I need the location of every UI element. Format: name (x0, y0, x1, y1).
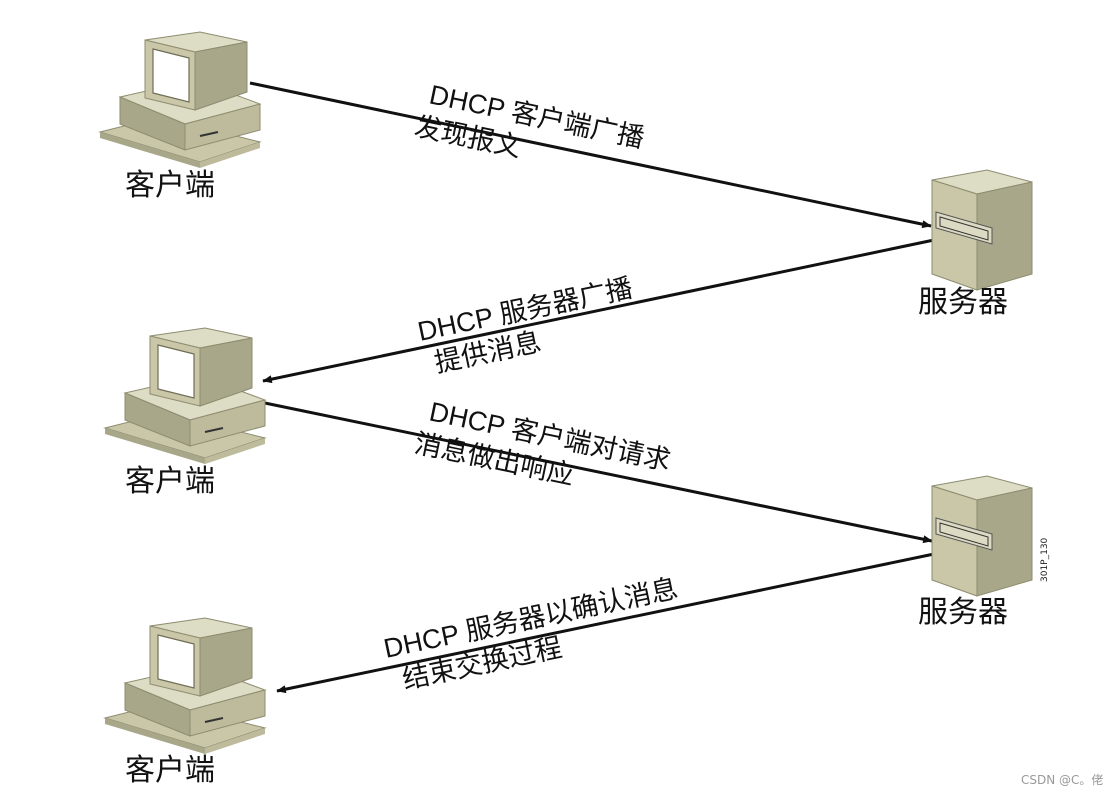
server-label: 服务器 (918, 595, 1008, 630)
client-computer-icon (104, 617, 266, 755)
client-label: 客户端 (125, 464, 215, 499)
client-label: 客户端 (125, 168, 215, 203)
server-label: 服务器 (918, 285, 1008, 320)
message-ack: DHCP 服务器以确认消息 结束交换过程 (381, 573, 680, 695)
server-icon (931, 475, 1033, 597)
watermark: CSDN @C。佬 (1021, 773, 1103, 787)
message-discover: DHCP 客户端广播 发现报文 (412, 80, 647, 164)
figure-id: 301P_130 (1040, 537, 1050, 582)
arrow-ack (276, 552, 935, 694)
message-offer: DHCP 服务器广播 提供消息 (415, 273, 635, 379)
server-icon (931, 169, 1033, 291)
arrow-discover (249, 81, 932, 229)
arrow-offer (262, 238, 935, 384)
message-request: DHCP 客户端对请求 消息做出响应 (412, 397, 673, 492)
client-label: 客户端 (125, 753, 215, 788)
client-computer-icon (104, 327, 266, 465)
arrow-request (259, 400, 933, 544)
client-computer-icon (99, 31, 261, 169)
